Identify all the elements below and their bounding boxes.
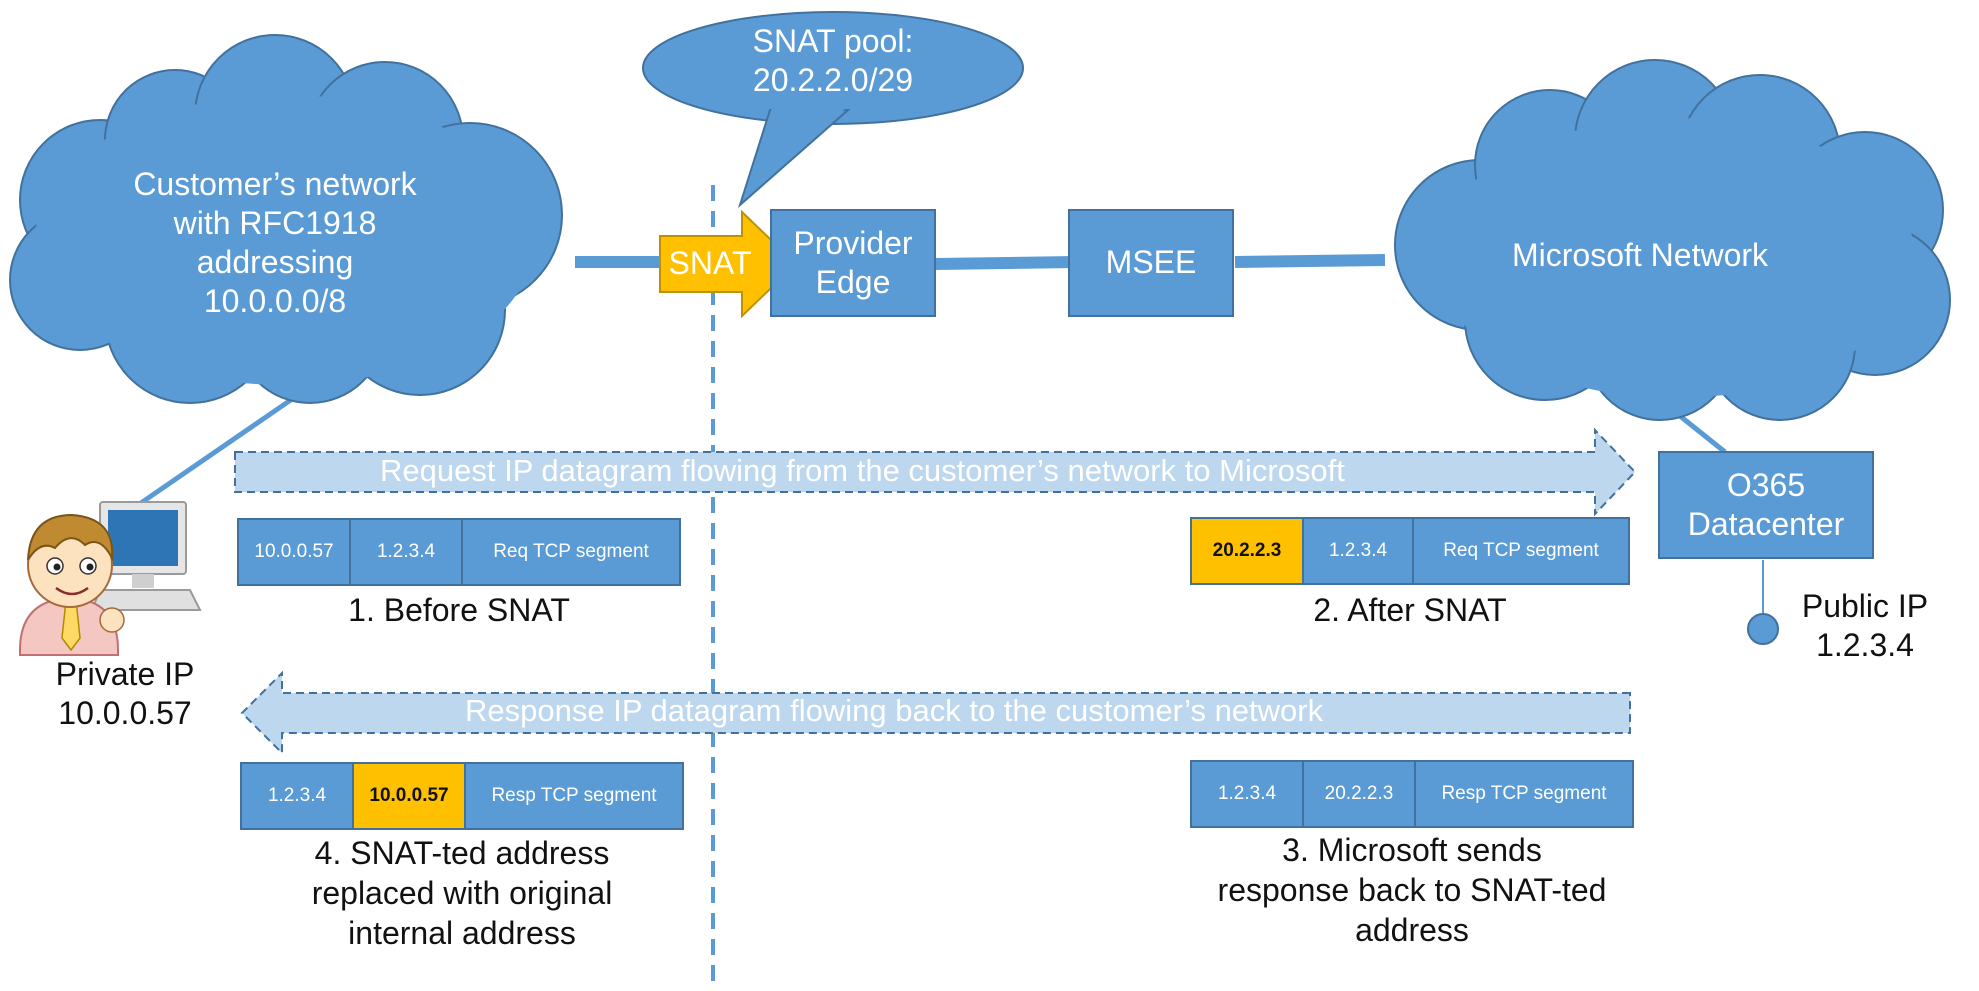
packet-destination-ip: 1.2.3.4 [349, 518, 463, 586]
private-ip-address: 10.0.0.57 [58, 695, 192, 732]
packet-before-snat: 10.0.0.57 1.2.3.4 Req TCP segment [237, 518, 681, 586]
packet-source-ip: 1.2.3.4 [1190, 760, 1304, 828]
snat-pool-label: SNAT pool: 20.2.2.0/29 [718, 22, 948, 100]
snat-pool-bubble [642, 11, 1024, 209]
provider-edge-box: Provider Edge [770, 209, 936, 317]
packet-after-snat: 20.2.2.3 1.2.3.4 Req TCP segment [1190, 517, 1630, 585]
packet-payload: Req TCP segment [461, 518, 681, 586]
packet-destination-ip: 10.0.0.57 [352, 762, 466, 830]
private-ip-title: Private IP [55, 656, 195, 692]
caption-ms-response-line-1: 3. Microsoft sends [1282, 832, 1542, 868]
link-pe-msee [934, 256, 1076, 270]
caption-ms-response-line-2: response back to SNAT-ted [1217, 872, 1607, 908]
provider-edge-line-2: Edge [815, 264, 891, 300]
packet-payload: Resp TCP segment [464, 762, 684, 830]
public-ip-node [1747, 613, 1779, 645]
snat-pool-title: SNAT pool: [752, 23, 914, 59]
customer-line-3: addressing [196, 244, 354, 281]
packet-payload: Resp TCP segment [1414, 760, 1634, 828]
link-customer-pc [136, 392, 300, 508]
request-arrow [234, 427, 1637, 517]
o365-line-1: O365 [1726, 466, 1806, 503]
caption-restored-line-2: replaced with original [311, 875, 613, 911]
response-arrow [240, 670, 1631, 756]
caption-after-snat: 2. After SNAT [1313, 592, 1507, 628]
customer-line-2: with RFC1918 [173, 205, 377, 242]
customer-line-4: 10.0.0.0/8 [203, 283, 347, 320]
customer-network-label: Customer’s network with RFC1918 addressi… [100, 165, 450, 321]
packet-source-ip: 10.0.0.57 [237, 518, 351, 586]
caption-restored-line-1: 4. SNAT-ted address [314, 835, 610, 871]
microsoft-network-label: Microsoft Network [1511, 237, 1769, 273]
provider-edge-line-1: Provider [793, 224, 913, 261]
request-arrow-label: Request IP datagram flowing from the cus… [380, 453, 1345, 488]
packet-source-ip: 20.2.2.3 [1190, 517, 1304, 585]
caption-before-snat: 1. Before SNAT [348, 592, 570, 628]
user-computer-icon [19, 501, 202, 656]
response-arrow-label: Response IP datagram flowing back to the… [465, 693, 1324, 728]
o365-line-2: Datacenter [1687, 506, 1845, 542]
public-ip-title: Public IP [1801, 588, 1929, 624]
customer-cloud [9, 34, 563, 404]
msee-box: MSEE [1068, 209, 1234, 317]
snat-arrow [659, 209, 798, 319]
microsoft-cloud [1394, 59, 1951, 421]
packet-destination-ip: 1.2.3.4 [1302, 517, 1414, 585]
customer-line-1: Customer’s network [133, 166, 417, 202]
o365-datacenter-box: O365 Datacenter [1658, 451, 1874, 559]
packet-payload: Req TCP segment [1412, 517, 1630, 585]
link-msee-microsoft [1234, 254, 1386, 268]
packet-restored: 1.2.3.4 10.0.0.57 Resp TCP segment [240, 762, 684, 830]
snat-pool-range: 20.2.2.0/29 [752, 62, 914, 99]
caption-restored: 4. SNAT-ted address replaced with origin… [240, 833, 684, 953]
caption-ms-response: 3. Microsoft sends response back to SNAT… [1190, 830, 1634, 950]
public-ip-address: 1.2.3.4 [1816, 627, 1914, 664]
packet-ms-response: 1.2.3.4 20.2.2.3 Resp TCP segment [1190, 760, 1634, 828]
packet-source-ip: 1.2.3.4 [240, 762, 354, 830]
caption-ms-response-line-3: address [1355, 912, 1469, 948]
public-ip-label: Public IP 1.2.3.4 [1790, 587, 1940, 665]
snat-arrow-label: SNAT [668, 245, 752, 281]
caption-restored-line-3: internal address [348, 915, 576, 951]
private-ip-label: Private IP 10.0.0.57 [40, 655, 210, 733]
packet-destination-ip: 20.2.2.3 [1302, 760, 1416, 828]
